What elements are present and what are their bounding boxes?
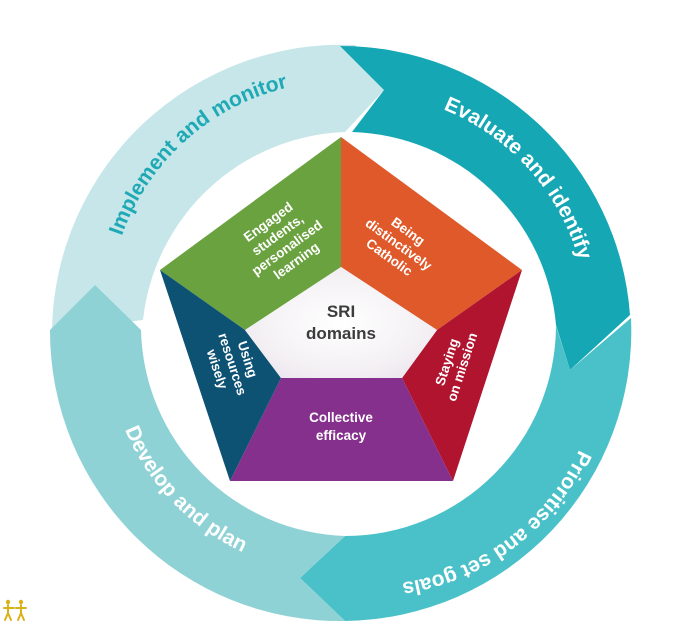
domain-catholic-segment xyxy=(341,137,522,330)
cycle-ring xyxy=(49,44,632,622)
prioritise-set-goals-arrow xyxy=(300,318,632,621)
domain-mission-label: Staying on mission xyxy=(432,331,480,403)
figures-icon xyxy=(3,599,27,621)
domain-efficacy-label: Collective efficacy xyxy=(309,410,373,443)
domain-resources-segment xyxy=(160,270,281,481)
center-label-line2: domains xyxy=(306,324,376,343)
evaluate-identify-arrow xyxy=(340,45,630,371)
domain-center-pentagon xyxy=(245,267,437,378)
implement-monitor-arrow xyxy=(52,44,384,331)
svg-text:Collective: Collective xyxy=(309,410,373,425)
develop-plan-arrow xyxy=(49,285,345,622)
center-label-line1: SRI xyxy=(327,302,355,321)
domain-engaged-segment xyxy=(160,137,341,330)
domains-pentagon xyxy=(160,137,522,481)
domain-resources-label: Using resources wisely xyxy=(203,331,260,397)
domain-efficacy-segment xyxy=(230,378,453,481)
svg-text:efficacy: efficacy xyxy=(316,428,367,443)
domain-mission-segment xyxy=(402,270,522,481)
